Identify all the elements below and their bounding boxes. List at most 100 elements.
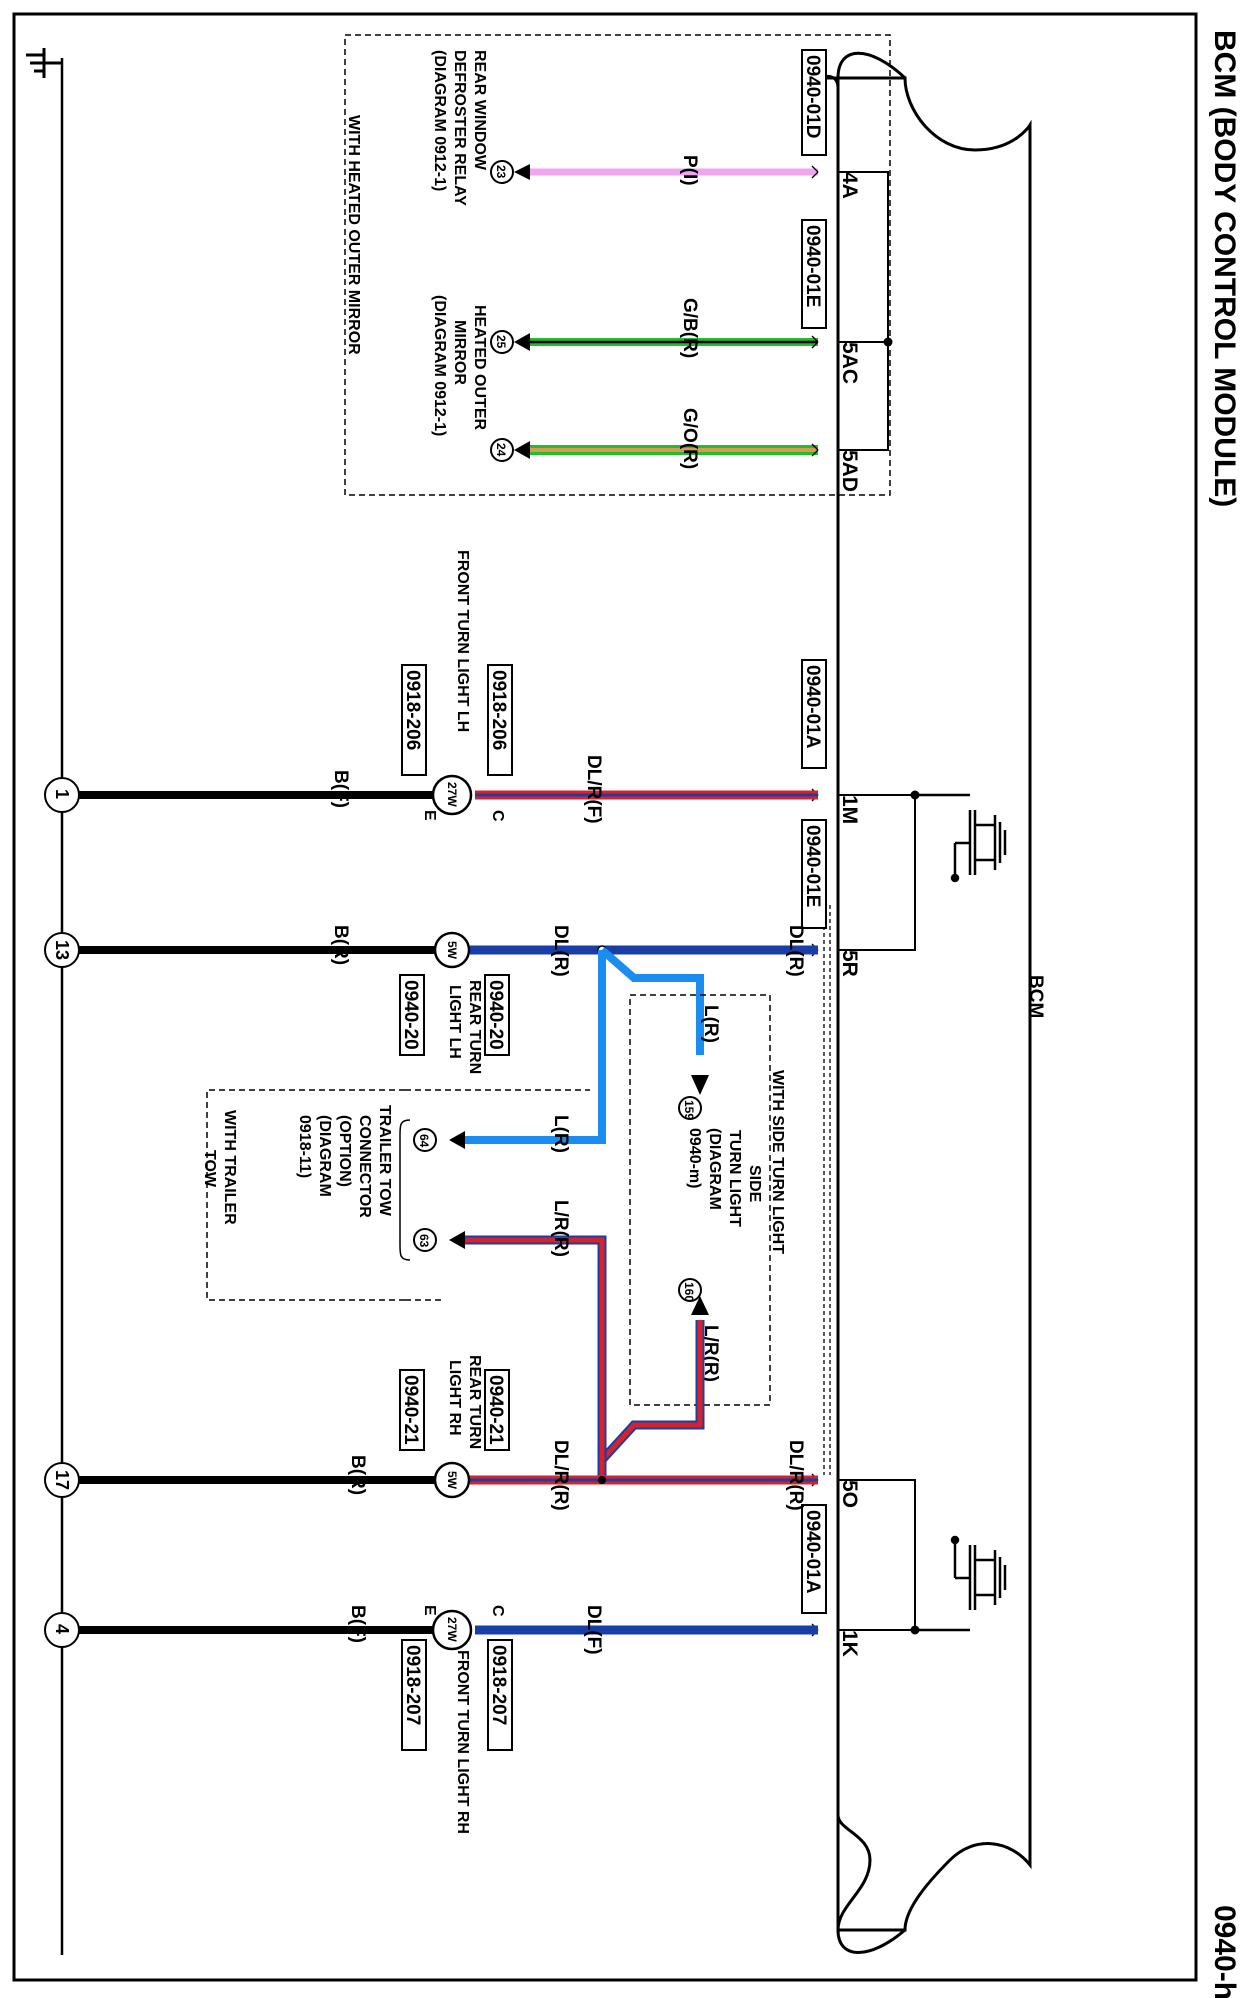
wire-label-b-r-lh: B(R) [330, 925, 351, 965]
terminal-25: 25 [490, 330, 514, 354]
bcm-label: BCM [1025, 975, 1046, 1018]
conn-0940-21-b: 0940-21 [399, 1369, 425, 1451]
label-heated-mirror: HEATED OUTER MIRROR (DIAGRAM 0912-1) [431, 295, 488, 436]
svg-text:4: 4 [52, 1624, 72, 1634]
wire-label-dl-r-a: DL(R) [785, 925, 806, 977]
conn-0940-01d: 0940-01D [801, 49, 827, 156]
svg-text:23: 23 [494, 165, 508, 179]
svg-text:0940-m): 0940-m) [686, 1128, 703, 1188]
conn-0940-01a-top: 0940-01A [801, 659, 827, 769]
page-code: 0940-h [1208, 1905, 1241, 1998]
conn-0918-206-a: 0918-206 [487, 664, 513, 776]
wire-label-dl-r-b: DL(R) [550, 925, 571, 977]
svg-text:MIRROR: MIRROR [451, 320, 468, 385]
svg-text:WITH TRAILER: WITH TRAILER [221, 1110, 238, 1225]
svg-text:0940-21: 0940-21 [400, 1375, 421, 1445]
terminal-24: 24 [490, 438, 514, 462]
bcm-bottom-lobe [836, 1928, 906, 1954]
wire-label-g-b: G/B(R) [679, 298, 700, 358]
wire-label-p-i: P(I) [679, 155, 700, 186]
svg-text:TOW: TOW [201, 1150, 218, 1188]
pin-1k: 1K [838, 1630, 861, 1657]
svg-text:0918-207: 0918-207 [488, 1645, 509, 1725]
terminal-160: 160 [678, 1278, 702, 1302]
label-front-turn-rh: FRONT TURN LIGHT RH [454, 1650, 471, 1834]
wire-lr-r-trailer [465, 1237, 605, 1480]
conn-0940-01a-bot: 0940-01A [801, 1504, 827, 1614]
svg-text:0918-206: 0918-206 [402, 670, 423, 750]
wire-l-r-trailer [465, 950, 606, 1144]
bulb-front-rh-term-e: E [421, 1605, 438, 1616]
svg-text:0940-21: 0940-21 [485, 1375, 506, 1445]
conn-0918-207-a: 0918-207 [487, 1639, 513, 1751]
label-rear-turn-rh-1: REAR TURN [466, 1355, 483, 1449]
pin-5ac: 5AC [838, 342, 861, 384]
bulb-front-lh-term-c: C [489, 810, 506, 822]
svg-text:0940-01A: 0940-01A [802, 665, 823, 749]
wire-label-lr-r-a: L/R(R) [700, 1325, 721, 1382]
svg-text:160: 160 [682, 1282, 696, 1302]
arrow-23 [514, 164, 530, 180]
transistor-lower-icon [915, 1535, 1007, 1632]
wire-label-g-o: G/O(R) [679, 408, 700, 469]
wire-lr-r-side-outline [598, 1320, 705, 1464]
wire-label-b-f-rh: B(F) [347, 1605, 368, 1643]
wire-lr-r-side [600, 1320, 703, 1462]
svg-text:0918-207: 0918-207 [402, 1645, 423, 1725]
ground-point-4: 4 [44, 1612, 80, 1648]
svg-text:27W: 27W [445, 782, 459, 807]
terminal-23: 23 [490, 160, 514, 184]
arrow-25 [514, 333, 530, 351]
bulb-front-rh-term-c: C [489, 1605, 506, 1617]
heated-mirror-box-label: WITH HEATED OUTER MIRROR [345, 115, 362, 355]
heated-mirror-box [344, 34, 891, 496]
svg-text:TURN LIGHT: TURN LIGHT [726, 1130, 743, 1227]
svg-text:(DIAGRAM: (DIAGRAM [706, 1128, 723, 1210]
conn-0940-01e-mid: 0940-01E [801, 819, 827, 929]
wire-label-b-f-lh: B(F) [330, 770, 351, 808]
conn-0940-21-a: 0940-21 [484, 1369, 510, 1451]
svg-text:CONNECTOR: CONNECTOR [356, 1115, 373, 1218]
arrow-63 [449, 1231, 465, 1249]
svg-text:HEATED OUTER: HEATED OUTER [471, 305, 488, 430]
svg-text:5W: 5W [445, 941, 459, 960]
svg-text:0918-206: 0918-206 [488, 670, 509, 750]
page-title: BCM (BODY CONTROL MODULE) [1208, 30, 1241, 507]
pin-5o: 5O [838, 1480, 861, 1508]
terminal-159: 159 [678, 1096, 702, 1120]
conn-0940-20-a: 0940-20 [484, 974, 510, 1056]
wire-label-l-r-a: L(R) [700, 1005, 721, 1043]
svg-text:25: 25 [494, 335, 508, 349]
page-frame [12, 12, 1198, 1982]
bulb-front-lh-icon: 27W [431, 774, 473, 816]
svg-text:0940-01A: 0940-01A [802, 1510, 823, 1594]
wire-label-dl-r-f: DL/R(F) [583, 755, 604, 824]
svg-text:0940-01D: 0940-01D [802, 55, 823, 138]
wire-l-r-side [599, 946, 704, 1015]
ground-point-13: 13 [44, 932, 80, 968]
bulb-front-rh-icon: 27W [431, 1609, 473, 1651]
conn-0940-01e-top: 0940-01E [801, 219, 827, 329]
svg-text:27W: 27W [445, 1617, 459, 1642]
svg-text:17: 17 [52, 1470, 72, 1490]
label-front-turn-lh: FRONT TURN LIGHT LH [454, 550, 471, 732]
bcm-module [804, 74, 1032, 1932]
trailer-tow-box [206, 1089, 405, 1301]
label-trailer-tow-box: WITH TRAILER TOW [201, 1110, 238, 1225]
svg-text:REAR WINDOW: REAR WINDOW [471, 50, 488, 171]
pin-4a: 4A [838, 172, 861, 199]
arrow-64 [449, 1131, 465, 1149]
wire-label-dl-r-r-b: DL/R(R) [550, 1440, 571, 1511]
bulb-rear-rh-icon: 5W [433, 1461, 471, 1499]
conn-0918-206-b: 0918-206 [401, 664, 427, 776]
pin-1m: 1M [838, 795, 861, 824]
wire-label-l-r-b: L(R) [550, 1115, 571, 1153]
svg-text:SIDE: SIDE [746, 1165, 763, 1203]
svg-text:64: 64 [417, 1134, 431, 1148]
label-side-turn: SIDE TURN LIGHT (DIAGRAM 0940-m) [686, 1128, 763, 1227]
svg-text:0940-20: 0940-20 [485, 980, 506, 1050]
svg-text:(DIAGRAM 0912-1): (DIAGRAM 0912-1) [431, 50, 448, 191]
pin-5ad: 5AD [838, 450, 861, 492]
junction-5o [598, 1476, 606, 1484]
